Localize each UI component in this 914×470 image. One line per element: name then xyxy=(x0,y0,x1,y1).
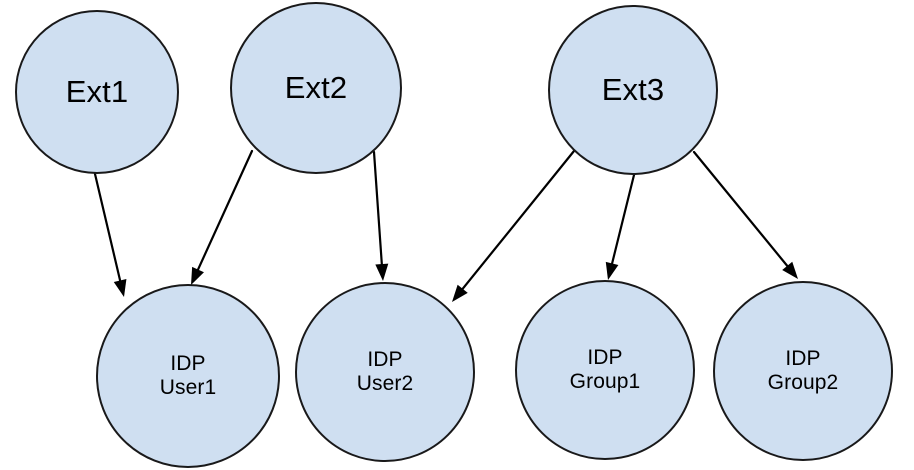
edge-ext1-user1 xyxy=(93,172,127,297)
edge-ext3-group1-arrowhead-icon xyxy=(605,261,619,280)
edge-ext2-user2-line xyxy=(372,150,384,269)
node-idp-group2-label: IDP Group2 xyxy=(767,347,839,394)
node-ext2-label: Ext2 xyxy=(284,69,348,105)
edge-ext2-user2 xyxy=(372,150,389,281)
edge-ext2-user2-arrowhead-icon xyxy=(375,263,389,281)
node-ext3[interactable]: Ext3 xyxy=(548,5,718,175)
node-idp-user1-label: IDP User1 xyxy=(159,352,217,399)
node-idp-user2-label: IDP User2 xyxy=(356,348,414,395)
edge-ext1-user1-line xyxy=(93,172,123,286)
node-idp-user1[interactable]: IDP User1 xyxy=(96,284,280,468)
edge-ext3-group2 xyxy=(692,150,798,279)
edge-ext3-group1 xyxy=(605,173,636,280)
node-idp-user2[interactable]: IDP User2 xyxy=(295,282,475,462)
node-ext2[interactable]: Ext2 xyxy=(230,2,402,174)
edge-ext3-group2-arrowhead-icon xyxy=(782,261,798,279)
edge-ext3-user2 xyxy=(452,149,576,302)
node-ext1[interactable]: Ext1 xyxy=(15,10,179,174)
edge-ext2-user1-line xyxy=(195,149,254,275)
edge-ext3-user2-line xyxy=(459,149,576,293)
node-idp-group1[interactable]: IDP Group1 xyxy=(515,280,695,460)
edge-ext3-group1-line xyxy=(610,173,636,269)
node-idp-group1-label: IDP Group1 xyxy=(569,346,641,393)
node-ext1-label: Ext1 xyxy=(65,73,129,109)
edge-ext1-user1-arrowhead-icon xyxy=(113,278,127,297)
edge-ext3-user2-arrowhead-icon xyxy=(452,284,468,302)
node-idp-group2[interactable]: IDP Group2 xyxy=(713,281,893,461)
edge-ext3-group2-line xyxy=(692,150,791,270)
node-ext3-label: Ext3 xyxy=(601,71,665,107)
edge-ext2-user1 xyxy=(191,149,254,285)
edge-ext2-user1-arrowhead-icon xyxy=(191,266,204,285)
